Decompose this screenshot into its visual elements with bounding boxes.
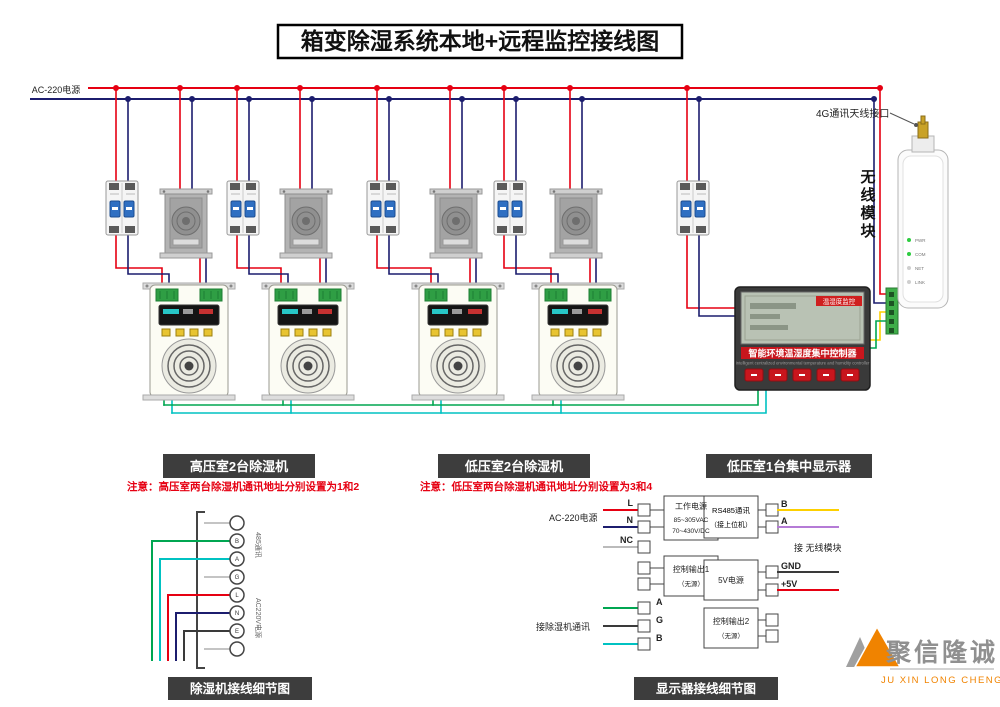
led-label: PWR [915, 238, 926, 243]
circuit-breaker-1 [105, 180, 139, 236]
terminal-glyph: G [235, 575, 240, 581]
controller-badge [816, 296, 862, 306]
power-box-line3: 70~430V/DC [672, 528, 710, 535]
circuit-breaker-3 [366, 180, 400, 236]
controller-banner [741, 347, 864, 359]
ctrl1-box-line2: （无源） [678, 579, 704, 588]
dehumidifier-detail-title: 除湿机接线细节图 [190, 681, 290, 696]
comm-bus-wires [163, 389, 767, 414]
ctrl2-box-line2: （无源） [718, 631, 744, 640]
transformer-2 [279, 188, 333, 259]
dehumidifier-wiring-detail: B A G L N E 485通讯 AC220V电源 [151, 511, 263, 669]
central-controller: 温湿度监控 智能环境温湿度集中控制器 Intelligent centraliz… [734, 286, 871, 391]
ctrl1-box-title: 控制输出1 [673, 564, 710, 574]
wireless-module-title-vertical: 无线模块 [859, 169, 876, 240]
display-left-terminals: L N NC A G B [620, 498, 663, 651]
pin-label: N [627, 515, 634, 525]
power-bus-lines [30, 87, 880, 100]
ac-power-label: AC-220电源 [24, 80, 88, 97]
logo-cn: 聚信隆诚 [885, 638, 998, 667]
junction-dots [113, 85, 883, 102]
dehu-comm-label: 接除湿机通讯 [536, 621, 590, 632]
note-low-voltage: 注意：低压室两台除湿机通讯地址分别设置为3和4 [420, 480, 652, 493]
power-box-line2: 85~305VAC [674, 517, 709, 524]
wireless-module-title-char: 无 [859, 169, 875, 186]
antenna-callout: 4G通讯天线接口 [816, 107, 918, 127]
v5-box [703, 559, 759, 601]
title-box: 箱变除湿系统本地+远程监控接线图 [276, 23, 684, 60]
pin-label: A [656, 597, 663, 607]
wireless-module-title-char: 线 [860, 186, 875, 204]
terminal-glyph: L [235, 593, 239, 599]
rs485-box [703, 495, 759, 539]
detail-ac-label: AC-220电源 [549, 512, 598, 523]
pin-label: GND [781, 561, 802, 571]
dehumidifier-1 [142, 282, 236, 401]
section-display: 低压室1台集中显示器 [726, 459, 852, 474]
pin-label: +5V [781, 579, 797, 589]
detail-terminals: B A G L N E [229, 515, 245, 657]
pin-label: A [781, 516, 788, 526]
section-labels: 高压室2台除湿机 低压室2台除湿机 低压室1台集中显示器 注意：高压室两台除湿机… [127, 454, 872, 493]
wireless-link-label: 接 无线模块 [794, 542, 842, 553]
transformer-drop-wires [179, 87, 583, 190]
breaker-to-dehumidifier-wires [115, 234, 559, 290]
power-box-title: 工作电源 [675, 501, 707, 511]
rs485-box-line2: （接上位机） [710, 520, 752, 529]
pin-label: B [656, 633, 663, 643]
section-low-voltage: 低压室2台除湿机 [464, 459, 563, 474]
logo-mountain-orange [853, 625, 902, 668]
display-detail-title: 显示器接线细节图 [656, 681, 756, 696]
breaker-drop-wires [115, 87, 700, 182]
comm-group-label: 485通讯 [254, 532, 263, 558]
controller-subtitle: Intelligent centralized environmental te… [736, 361, 870, 366]
power-group-label: AC220V电源 [254, 598, 263, 638]
transformer-1 [159, 188, 213, 259]
pin-label: NC [620, 535, 633, 545]
dehumidifier-3 [411, 282, 505, 401]
controller-buttons [744, 368, 860, 382]
pin-label: B [781, 499, 788, 509]
circuit-breaker-4 [493, 180, 527, 236]
terminal-glyph: N [235, 611, 239, 617]
circuit-breaker-5 [676, 180, 710, 236]
module-leds: PWR COM NET LINK [907, 238, 926, 285]
led-label: LINK [915, 280, 925, 285]
brand-logo: 聚信隆诚 JU XIN LONG CHENG [846, 625, 1000, 686]
wireless-module: PWR COM NET LINK [885, 115, 949, 335]
controller-power-wires [686, 234, 736, 317]
v5-box-title: 5V电源 [718, 575, 744, 585]
detail-title-boxes: 除湿机接线细节图 显示器接线细节图 [168, 677, 778, 700]
transformer-4 [549, 188, 603, 259]
controller-banner-text: 智能环境温湿度集中控制器 [748, 348, 857, 359]
terminal-glyph: B [235, 539, 239, 545]
rs485-box-title: RS485通讯 [712, 505, 750, 515]
display-wiring-detail: AC-220电源 接除湿机通讯 L N NC A G B [536, 495, 842, 651]
note-high-voltage: 注意：高压室两台除湿机通讯地址分别设置为1和2 [127, 480, 359, 493]
section-high-voltage: 高压室2台除湿机 [190, 459, 288, 474]
dehumidifier-4 [531, 282, 625, 401]
pin-label: L [628, 498, 634, 508]
transformer-3 [429, 188, 483, 259]
circuit-breaker-2 [226, 180, 260, 236]
logo-en: JU XIN LONG CHENG [881, 675, 1000, 686]
page-title: 箱变除湿系统本地+远程监控接线图 [301, 28, 659, 54]
display-right-terminals: B A GND +5V [765, 499, 802, 643]
antenna-label: 4G通讯天线接口 [816, 107, 889, 120]
terminal-glyph: A [235, 557, 239, 563]
pin-label: G [656, 615, 663, 625]
ac-power-label-text: AC-220电源 [32, 84, 81, 95]
wireless-module-wires [869, 87, 887, 349]
dehumidifier-2 [261, 282, 355, 401]
wireless-module-title-char: 模 [860, 204, 876, 222]
ctrl2-box [703, 607, 759, 649]
led-label: COM [915, 252, 926, 257]
ctrl2-box-title: 控制输出2 [713, 616, 750, 626]
terminal-glyph: E [235, 629, 239, 635]
wireless-module-title-char: 块 [860, 223, 876, 240]
controller-badge-text: 温湿度监控 [823, 297, 856, 306]
led-label: NET [915, 266, 924, 271]
